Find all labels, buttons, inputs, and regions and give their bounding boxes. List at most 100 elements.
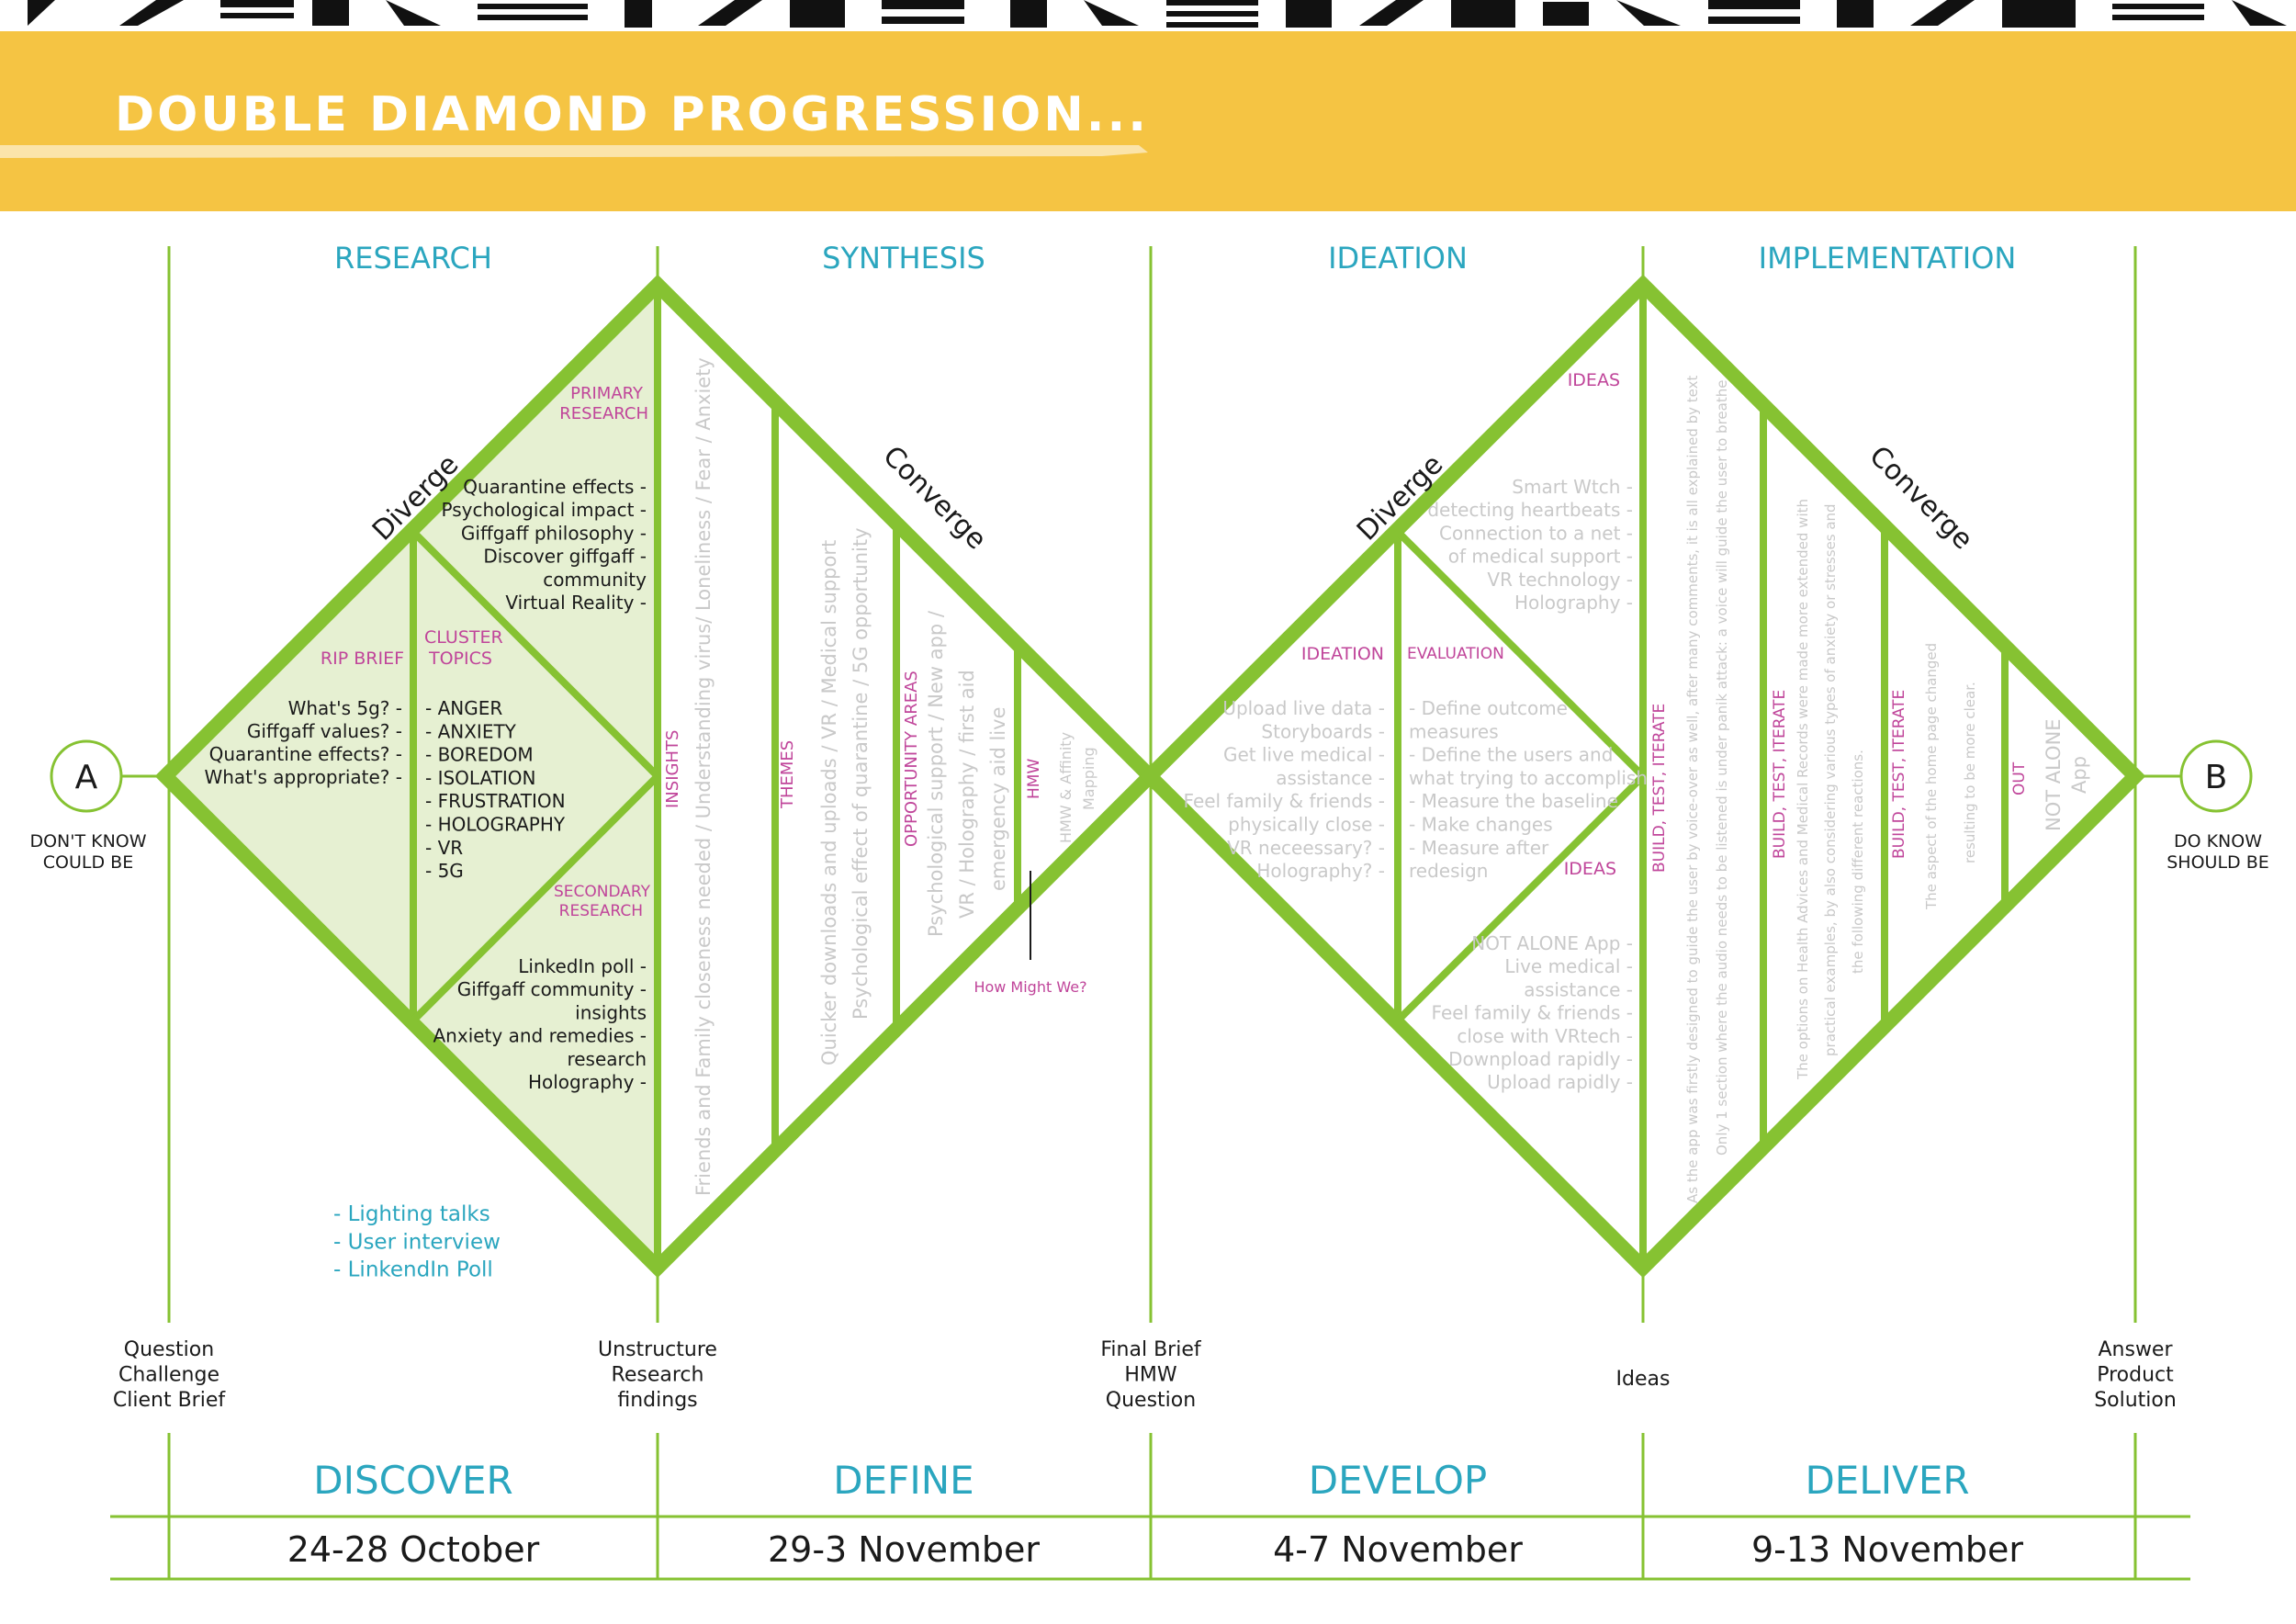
idea-item: Connection to a net -	[1439, 522, 1633, 544]
bti-3-line-1: The aspect of the home page changed	[1923, 643, 1940, 910]
evaluation-item: - Make changes	[1409, 814, 1553, 836]
end-caption-2: SHOULD BE	[2167, 852, 2269, 873]
evaluation-item: redesign	[1409, 860, 1488, 882]
evaluation-item: - Measure the baseline	[1409, 790, 1618, 812]
primary-research-label: PRIMARY RESEARCH	[559, 384, 648, 423]
start-point	[50, 739, 123, 813]
opportunity-line-2: VR / Holography / first aid	[956, 670, 978, 919]
hmw-label: HMW	[1025, 759, 1043, 799]
bottom-note-line: Answer	[2098, 1338, 2173, 1361]
bti-2-line-2: practical examples, by also considering …	[1822, 503, 1839, 1056]
cluster-topics-label: CLUSTER TOPICS	[424, 627, 503, 669]
stage-research: RESEARCH	[334, 241, 492, 276]
bti-1-line-2: Only 1 section where the audio needs to …	[1714, 380, 1730, 1156]
svg-text:SECONDARY: SECONDARY	[554, 883, 651, 901]
phase-table	[110, 1433, 2190, 1581]
title-banner	[0, 31, 2296, 211]
bottom-note-line: Challenge	[118, 1364, 219, 1387]
bottom-note-line: Final Brief	[1100, 1338, 1201, 1361]
title-brush-stroke	[0, 145, 1148, 158]
opportunity-line-3: emergency aid live	[987, 707, 1009, 892]
end-point	[2179, 739, 2253, 813]
decorative-pattern-strip	[0, 0, 2296, 31]
secondary-research-item: Giffgaff community -	[457, 978, 647, 1000]
rip-brief-item: What's 5g? -	[288, 697, 402, 719]
phase-discover: DISCOVER	[313, 1458, 513, 1503]
out-line-2: App	[2068, 756, 2090, 794]
ideation-item: VR neceessary? -	[1227, 837, 1385, 859]
secondary-research-label: SECONDARY RESEARCH	[554, 883, 651, 920]
phase-define: DEFINE	[833, 1458, 974, 1503]
research-methods-list: - Lighting talks- User interview- Linken…	[333, 1202, 501, 1282]
bottom-note-line: findings	[617, 1389, 697, 1412]
idea-item: VR technology -	[1487, 569, 1633, 591]
stage-ideation: IDEATION	[1328, 241, 1468, 276]
evaluation-label: EVALUATION	[1407, 645, 1504, 663]
ideation-label: IDEATION	[1301, 644, 1384, 664]
rip-brief-list: What's 5g? -Giffgaff values? -Quarantine…	[204, 697, 402, 788]
svg-text:RESEARCH: RESEARCH	[559, 902, 643, 920]
idea-item: Upload rapidly -	[1487, 1071, 1633, 1093]
bottom-note-line: Question	[124, 1338, 214, 1361]
cluster-topic-item: - ANGER	[425, 697, 502, 719]
date-develop: 4-7 November	[1273, 1529, 1523, 1570]
themes-line-1: Quicker downloads and uploads / VR / Med…	[818, 540, 840, 1066]
secondary-research-item: Anxiety and remedies -	[433, 1025, 647, 1047]
start-letter: A	[75, 759, 98, 796]
hmw-line-1: HMW & Affinity	[1057, 732, 1075, 843]
secondary-research-item: Holography -	[528, 1071, 647, 1093]
bti-2-line-3: the following different reactions.	[1850, 750, 1866, 974]
primary-research-item: Virtual Reality -	[505, 592, 647, 614]
research-method-item: - LinkendIn Poll	[333, 1258, 493, 1282]
opportunity-label: OPPORTUNITY AREAS	[902, 671, 921, 847]
ideation-item: Storyboards -	[1261, 720, 1385, 742]
svg-text:RESEARCH: RESEARCH	[559, 404, 648, 423]
insights-text: Friends and Family closeness needed / Un…	[692, 357, 715, 1196]
stage-implementation: IMPLEMENTATION	[1759, 241, 2017, 276]
ideation-item: physically close -	[1228, 814, 1385, 836]
svg-text:PRIMARY: PRIMARY	[570, 384, 644, 403]
bottom-note-line: Research	[612, 1364, 704, 1387]
primary-research-item: Giffgaff philosophy -	[461, 522, 647, 544]
themes-label: THEMES	[778, 740, 797, 809]
idea-item: Downpload rapidly -	[1448, 1048, 1633, 1070]
idea-item: Holography -	[1514, 592, 1633, 614]
ideation-item: assistance -	[1276, 767, 1385, 789]
cluster-topic-item: - FRUSTRATION	[425, 790, 566, 812]
secondary-research-item: insights	[575, 1001, 647, 1023]
cluster-topic-item: - 5G	[425, 860, 464, 882]
ideas-top-list: Smart Wtch -detecting heartbeats -Connec…	[1427, 476, 1633, 614]
bti-1-label: BUILD, TEST, ITERATE	[1650, 704, 1669, 873]
bti-2-line-1: The options on Health Advices and Medica…	[1795, 499, 1811, 1080]
ideation-item: Feel family & friends -	[1184, 790, 1385, 812]
stage-synthesis: SYNTHESIS	[822, 241, 985, 276]
idea-item: close with VRtech -	[1457, 1025, 1633, 1047]
ideation-item: Holography? -	[1256, 860, 1385, 882]
primary-research-item: Discover giffgaff -	[483, 546, 647, 568]
rip-brief-item: What's appropriate? -	[204, 766, 402, 788]
insights-label: INSIGHTS	[663, 730, 682, 808]
svg-text:TOPICS: TOPICS	[428, 648, 492, 669]
rip-brief-item: Quarantine effects? -	[209, 743, 402, 765]
cluster-topics-list: - ANGER- ANXIETY- BOREDOM- ISOLATION- FR…	[425, 697, 566, 882]
hmw-callout: How Might We?	[974, 978, 1086, 996]
bottom-note-line: HMW	[1124, 1364, 1177, 1387]
primary-research-item: Quarantine effects -	[463, 476, 647, 498]
date-deliver: 9-13 November	[1751, 1529, 2023, 1570]
rip-brief-label: RIP BRIEF	[321, 648, 404, 669]
cluster-topic-item: - ANXIETY	[425, 720, 517, 742]
bottom-note-line: Solution	[2094, 1389, 2177, 1412]
phase-deliver: DELIVER	[1805, 1458, 1969, 1503]
ideation-item: Get live medical -	[1223, 744, 1385, 766]
end-letter: B	[2205, 759, 2228, 796]
idea-item: Feel family & friends -	[1432, 1002, 1633, 1024]
secondary-research-item: research	[567, 1048, 647, 1070]
out-line-1: NOT ALONE	[2043, 718, 2065, 831]
opportunity-line-1: Psychological support / New app /	[925, 610, 947, 937]
idea-item: Smart Wtch -	[1512, 476, 1633, 498]
idea-item: Live medical -	[1504, 955, 1633, 977]
ideas-bottom-list: NOT ALONE App -Live medical -assistance …	[1432, 932, 1633, 1093]
idea-item: assistance -	[1524, 978, 1633, 1000]
